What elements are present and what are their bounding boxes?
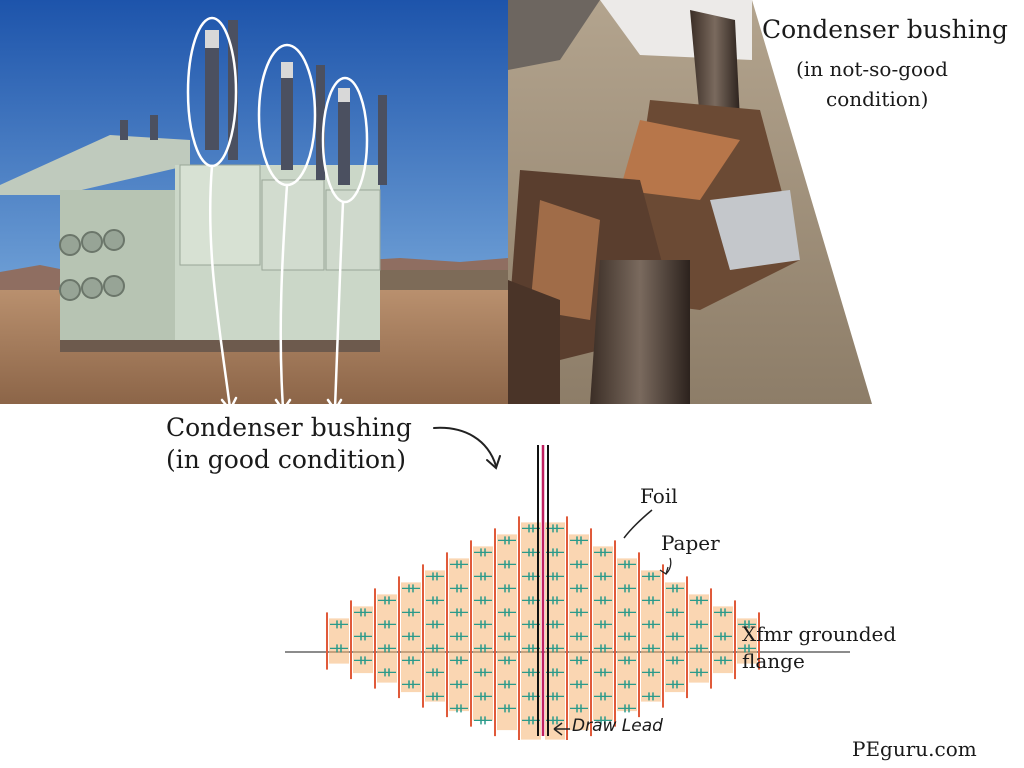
paper-layer [641, 570, 661, 702]
paper-label: Paper [661, 531, 720, 555]
paper-layer [353, 606, 373, 674]
paper-layer [401, 582, 421, 693]
paper-layer [329, 618, 349, 664]
hand-drawn-ellipse-icon [321, 76, 369, 204]
paper-layer [713, 606, 733, 674]
paper-layer [569, 534, 589, 731]
paper-layer [617, 558, 637, 712]
paper-layer [425, 570, 445, 702]
flange-label-line1: Xfmr grounded [742, 622, 897, 646]
paper-layer [449, 558, 469, 712]
draw-lead-conductor [537, 445, 549, 736]
arrow-left-icon [553, 722, 570, 736]
transformer-body [0, 20, 387, 352]
paper-layer [689, 594, 709, 683]
capacitor-symbols [330, 524, 756, 725]
arrow-down-icon [433, 426, 497, 467]
top-right-title: Condenser bushing [762, 15, 1008, 44]
paper-leader [659, 557, 672, 576]
flange-label-line2: flange [742, 649, 805, 673]
top-right-note-line2: condition) [826, 87, 929, 111]
draw-lead-label: Draw Lead [572, 716, 663, 736]
arrow-down-icon [208, 164, 232, 410]
bottom-title-line1: Condenser bushing [166, 413, 412, 442]
arrow-down-icon [279, 183, 289, 410]
damaged-bushing-photo [508, 0, 872, 404]
foil-label: Foil [640, 484, 678, 508]
foil-leader [623, 509, 653, 539]
bottom-title-line2: (in good condition) [166, 445, 406, 474]
arrow-down-icon [333, 200, 345, 410]
paper-layer [377, 594, 397, 683]
title-arrow [433, 426, 501, 470]
top-right-note-line1: (in not-so-good [796, 57, 948, 81]
paper-layer [593, 546, 613, 721]
foil-layers [326, 516, 760, 740]
watermark: PEguru.com [852, 737, 977, 761]
paper-layer [497, 534, 517, 731]
paper-layers [329, 522, 757, 740]
paper-layer [473, 546, 493, 721]
paper-layer [665, 582, 685, 693]
paper-layer [737, 618, 757, 664]
bushing-cross-section [285, 445, 850, 740]
arrows [208, 164, 345, 413]
